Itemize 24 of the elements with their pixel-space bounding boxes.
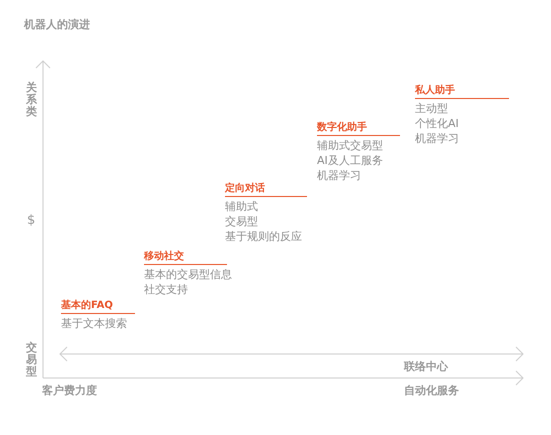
axis-label: 联络中心 (404, 359, 448, 374)
stage-heading: 基本的FAQ (61, 298, 135, 314)
stage-heading: 私人助手 (415, 83, 509, 99)
stage-feature: 基本的交易型信息 (144, 267, 232, 282)
stage-feature: 交易型 (225, 214, 258, 229)
stage-feature: 辅助式 (225, 199, 258, 214)
stage-feature: AI及人工服务 (317, 153, 383, 168)
stage-heading: 定向对话 (225, 181, 307, 197)
stage-feature: 个性化AI (415, 116, 459, 131)
axis-label: 关系类 (26, 82, 37, 118)
stage-heading: 移动社交 (144, 249, 227, 265)
axis-label: 交易型 (26, 342, 37, 378)
stage-heading: 数字化助手 (317, 120, 400, 136)
axis-label: 自动化服务 (404, 383, 459, 398)
stage-feature: 社交支持 (144, 282, 188, 297)
stage-feature: 基于文本搜索 (61, 316, 127, 331)
stage-feature: 主动型 (415, 101, 448, 116)
stage-feature: 辅助式交易型 (317, 138, 383, 153)
axis-label: 客户费力度 (42, 383, 97, 398)
diagram-title: 机器人的演进 (24, 17, 90, 32)
stage-feature: 机器学习 (415, 131, 459, 146)
axis-tick-label: $ (27, 213, 36, 228)
stage-feature: 机器学习 (317, 168, 361, 183)
stage-feature: 基于规则的反应 (225, 229, 302, 244)
